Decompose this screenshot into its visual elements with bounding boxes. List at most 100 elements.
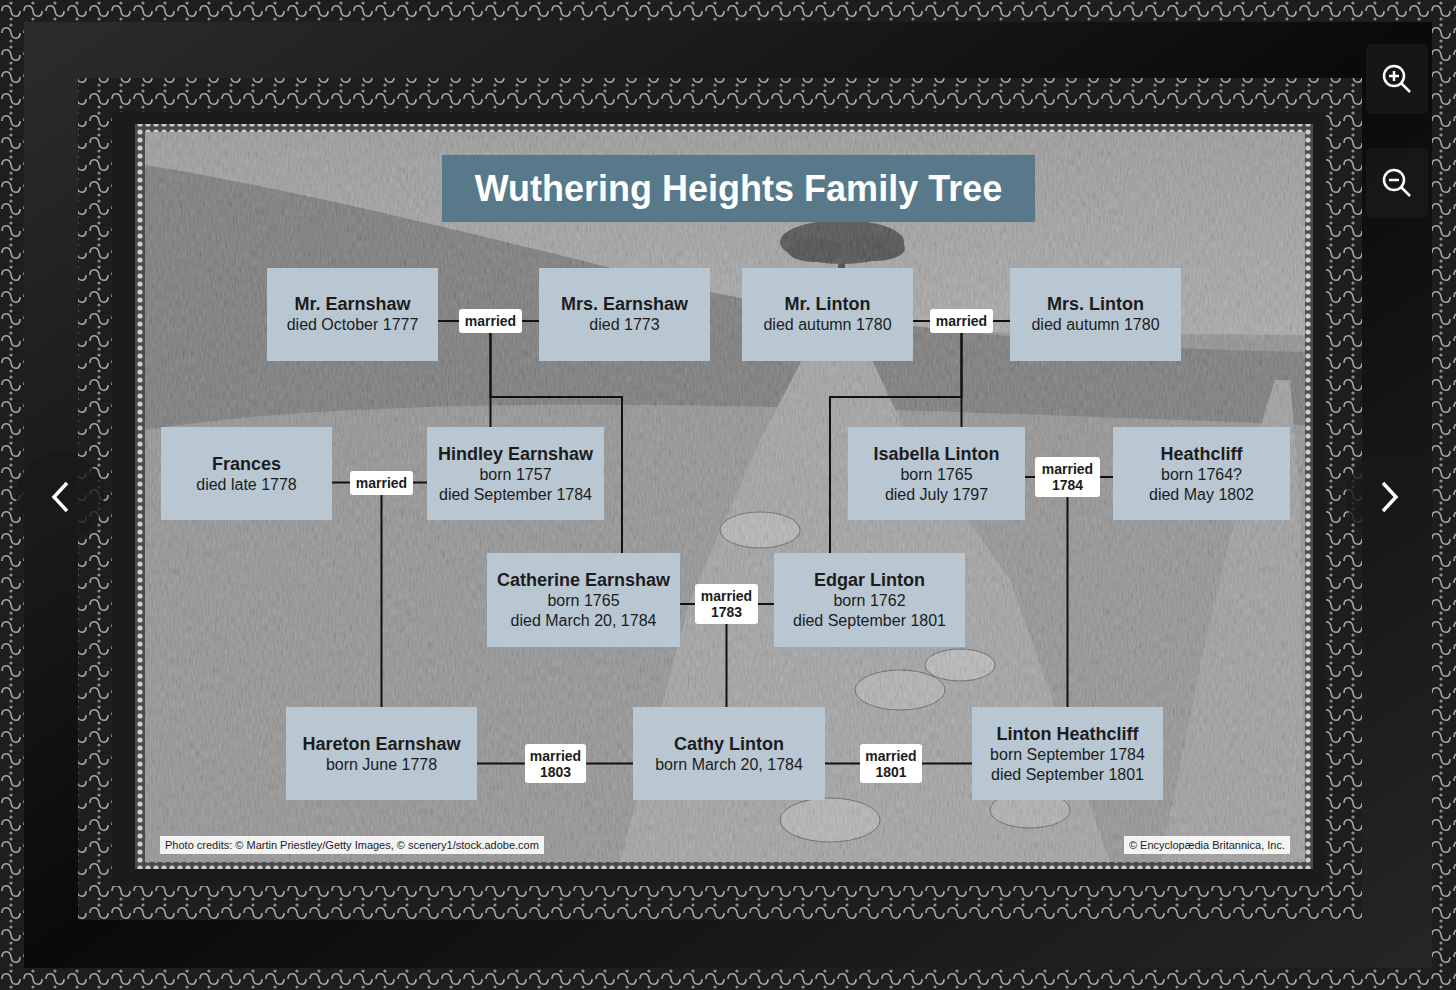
marriage-label: married [936,313,987,329]
person-name: Mr. Earnshaw [294,293,410,315]
zoom-in-button [1366,44,1428,114]
zoom-in-icon [1389,71,1410,92]
life-dates: died autumn 1780 [763,315,891,335]
person-box: Mrs. Earnshawdied 1773 [539,268,710,361]
frame-body [24,22,1432,968]
family-line [913,320,930,322]
family-line [993,320,1010,322]
person-name: Hindley Earnshaw [438,443,593,465]
life-dates: died autumn 1780 [1031,315,1159,335]
moor-photo [145,132,1305,862]
marriage-tag: married [459,309,522,333]
person-name: Mr. Linton [785,293,871,315]
marriage-tag: married1784 [1035,457,1100,497]
marriage-tag: married1783 [695,584,758,624]
frame-lip [112,112,1326,886]
person-name: Hareton Earnshaw [302,733,460,755]
marriage-label: married [465,313,516,329]
person-box: Isabella Lintonborn 1765died July 1797 [848,427,1025,520]
marriage-tag: married1803 [525,744,586,783]
life-dates: died October 1777 [287,315,419,335]
family-line [922,763,972,765]
life-dates: born 1757 [479,465,551,485]
person-box: Mr. Earnshawdied October 1777 [267,268,438,361]
person-name: Frances [212,453,281,475]
prev-chevron [54,483,67,511]
family-line [381,495,383,708]
marriage-tag: married1801 [860,744,922,783]
person-box: Hareton Earnshawborn June 1778 [286,707,477,800]
person-name: Linton Heathcliff [997,723,1139,745]
life-dates: born 1764? [1161,465,1242,485]
life-dates: died July 1797 [885,485,988,505]
prev-button [16,453,104,541]
person-name: Isabella Linton [873,443,999,465]
family-line [332,482,350,484]
family-line [758,603,774,605]
person-box: Linton Heathcliffborn September 1784died… [972,707,1163,800]
sky [145,132,1305,862]
marriage-label: married [865,748,916,764]
life-dates: died September 1801 [991,765,1144,785]
bead-border [135,124,1313,869]
life-dates: born September 1784 [990,745,1145,765]
zoom-out-icon [1389,180,1410,196]
person-box: Mrs. Lintondied autumn 1780 [1010,268,1181,361]
family-line [1100,476,1113,478]
marriage-label: married [701,588,752,604]
person-name: Heathcliff [1160,443,1242,465]
grass-texture [145,132,1305,862]
person-name: Mrs. Linton [1047,293,1144,315]
life-dates: born June 1778 [326,755,437,775]
marriage-tag: married [930,309,993,333]
marriage-label: married [356,475,407,491]
marriage-year: 1801 [875,764,906,780]
family-line [477,763,525,765]
life-dates: died May 1802 [1149,485,1254,505]
family-line [438,320,459,322]
marriage-year: 1803 [540,764,571,780]
next-chevron [1383,483,1396,511]
marriage-year: 1783 [711,604,742,620]
person-name: Cathy Linton [674,733,784,755]
life-dates: born 1765 [900,465,972,485]
life-dates: died 1773 [589,315,659,335]
zoom-out-button [1366,148,1428,218]
person-box: Cathy Lintonborn March 20, 1784 [633,707,825,800]
life-dates: born March 20, 1784 [655,755,803,775]
family-line [680,603,695,605]
credit-note: Photo credits: © Martin Priestley/Getty … [160,836,544,854]
person-box: Mr. Lintondied autumn 1780 [742,268,913,361]
next-button [1346,453,1434,541]
family-line [726,624,728,707]
family-line [1067,497,1069,707]
marriage-label: married [1042,461,1093,477]
person-box: Francesdied late 1778 [161,427,332,520]
credit-note: © Encyclopædia Britannica, Inc. [1124,836,1290,854]
marriage-year: 1784 [1052,477,1083,493]
life-dates: died late 1778 [196,475,297,495]
person-box: Edgar Lintonborn 1762died September 1801 [774,553,965,647]
marriage-label: married [530,748,581,764]
family-line [413,482,427,484]
life-dates: died September 1801 [793,611,946,631]
diagram-title: Wuthering Heights Family Tree [442,155,1035,222]
person-name: Catherine Earnshaw [497,569,670,591]
family-line [586,763,633,765]
inner-ornament [78,78,1362,920]
person-name: Edgar Linton [814,569,925,591]
person-box: Catherine Earnshawborn 1765died March 20… [487,553,680,647]
life-dates: born 1765 [547,591,619,611]
family-line [825,763,860,765]
life-dates: died March 20, 1784 [511,611,657,631]
life-dates: died September 1784 [439,485,592,505]
person-box: Hindley Earnshawborn 1757died September … [427,427,604,520]
family-line [1025,476,1035,478]
person-box: Heathcliffborn 1764?died May 1802 [1113,427,1290,520]
life-dates: born 1762 [833,591,905,611]
marriage-tag: married [350,471,413,495]
family-line [522,320,539,322]
